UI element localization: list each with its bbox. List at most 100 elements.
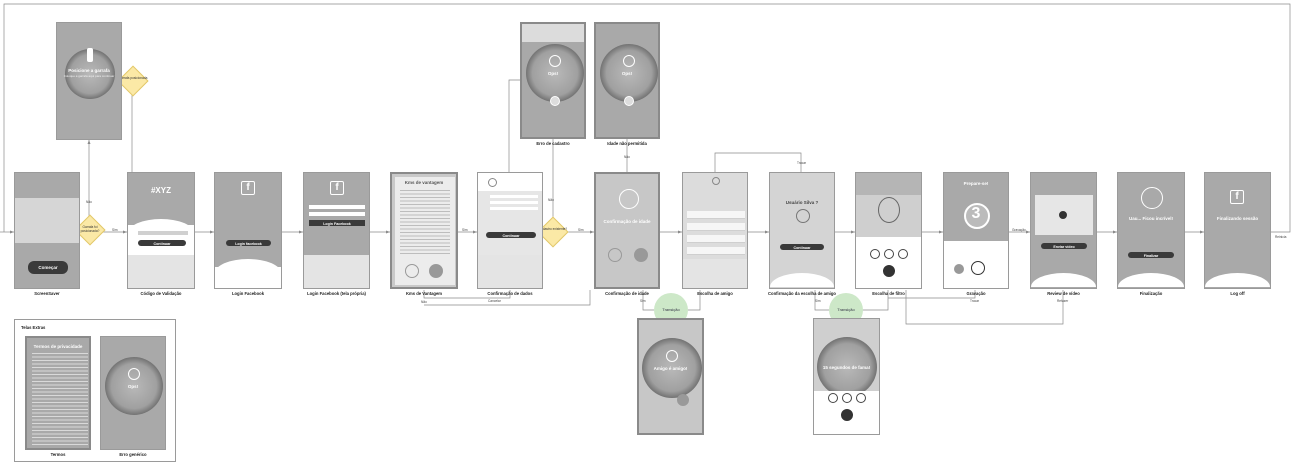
edge-label-nao-2: Não (548, 198, 554, 202)
caption-escolha-amigo: Escolha de amigo (697, 291, 733, 296)
caption-erro-generico: Erro genérico (119, 452, 147, 457)
check-icon-erro[interactable] (550, 96, 560, 106)
screen-escolha-amigo (682, 172, 748, 289)
confirmacao-idade-title: Confirmação de idade (603, 219, 651, 224)
caption-termos: Termos (50, 452, 66, 457)
camera-icon[interactable] (883, 265, 895, 277)
list-item[interactable] (687, 247, 745, 255)
caption-gravacao: Gravação (966, 291, 986, 296)
screen-log-off: f Finalizando sessão (1204, 172, 1271, 289)
list-item[interactable] (687, 235, 745, 243)
posicione-body: Coloque a garrafa aqui para continuar (63, 74, 115, 78)
countdown-number: 3 (971, 205, 981, 222)
posicione-title: Posicione a garrafa (68, 68, 110, 73)
screen-login-facebook-tela: f Login Facebook (303, 172, 370, 289)
screen-erro-cadastro: Ops! (520, 22, 586, 139)
continuar-button-codigo[interactable]: Continuar (138, 240, 186, 246)
screen-confirmacao-idade: Confirmação de idade (594, 172, 660, 289)
login-facebook-button-2[interactable]: Login Facebook (309, 220, 365, 226)
screen-codigo-validacao: #XYZ Continuar (127, 172, 195, 289)
screen-termos: Termos de privacidade (25, 336, 91, 450)
edge-label-sim-5: Sim (815, 299, 821, 303)
edge-label-nao: Não (86, 200, 92, 204)
erro-cadastro-title: Ops! (547, 71, 559, 76)
screen-escolha-filtro (855, 172, 922, 289)
face-icon-filtro (878, 197, 900, 223)
caption-confirmacao-escolha: Confirmação da escolha de amigo (768, 291, 836, 296)
finalizar-button[interactable]: Finalizar (1128, 252, 1174, 258)
edge-label-sim-3: Sim (578, 228, 584, 232)
screen-idade-nao-permitida: Ops! (594, 22, 660, 139)
edge-label-refazer: Refazer (1057, 299, 1069, 303)
screen-confirmacao-escolha: Usuário Silva ? Continuar (769, 172, 835, 289)
caption-escolha-filtro: Escolha de filtro (872, 291, 905, 296)
continuar-button-escolha[interactable]: Continuar (780, 244, 824, 250)
comecar-button[interactable]: Começar (28, 261, 68, 274)
termos-title: Termos de privacidade (33, 344, 83, 349)
enviar-video-button[interactable]: Enviar vídeo (1041, 243, 1087, 249)
segundos-title: 15 segundos de fama! (822, 365, 871, 370)
avatar-amigo (796, 209, 810, 223)
screen-kms-vantagem: Kms de vantagem (390, 172, 458, 289)
edge-label-nao-3: Não (624, 155, 630, 159)
continuar-button-dados[interactable]: Continuar (486, 232, 536, 238)
caption-kms: Kms de Vantagem (405, 291, 443, 296)
kms-title: Kms de vantagem (404, 180, 444, 185)
decision-label-top: Garrafa posicionada (118, 76, 148, 80)
screen-amigo-amigo: Amigo é amigo! (637, 318, 704, 435)
caption-login-fb-tela: Login Facebook (tela própria) (307, 291, 366, 296)
edge-label-sim-4: Sim (640, 299, 646, 303)
check-icon[interactable] (429, 264, 443, 278)
bottle-icon (87, 48, 93, 62)
avatar (488, 178, 497, 187)
idade-nao-title: Ops! (621, 71, 633, 76)
edge-label-reinicia: Reinicia (1275, 235, 1287, 239)
usuario-nome: Usuário Silva ? (785, 200, 819, 205)
face-icon (619, 189, 639, 209)
caption-logoff: Log off (1230, 291, 1245, 296)
check-icon-idade[interactable] (624, 96, 634, 106)
edge-label-sim-2: Sim (462, 228, 468, 232)
amigo-title: Amigo é amigo! (653, 366, 688, 371)
screen-erro-generico: Ops! (100, 336, 166, 450)
screen-review-video: Enviar vídeo (1030, 172, 1097, 289)
caption-idade-nao: Idade não permitida (607, 141, 647, 146)
erro-generico-title: Ops! (127, 384, 139, 389)
edge-label-trocar-2: Trocar (970, 299, 980, 303)
screen-login-facebook: f Login facebook (214, 172, 282, 289)
play-icon[interactable] (1059, 211, 1067, 219)
screen-15-segundos: 15 segundos de fama! (813, 318, 880, 435)
facebook-logout-icon: f (1230, 190, 1244, 204)
facebook-icon-2: f (330, 181, 344, 195)
edge-label-trocar: Trocar (797, 161, 807, 165)
edge-label-sim: Sim (112, 228, 118, 232)
cancel-icon[interactable] (405, 264, 419, 278)
screen-confirmacao-dados: Continuar (477, 172, 543, 289)
screen-gravacao: Prepare-se! 3 (943, 172, 1009, 289)
caption-login-fb: Login Facebook (231, 291, 265, 296)
list-item[interactable] (687, 211, 745, 219)
camera-icon-2[interactable] (841, 409, 853, 421)
caption-screensaver: ScreenSaver (34, 291, 60, 296)
caption-confirmacao-dados: Confirmação de dados (487, 291, 533, 296)
logoff-title: Finalizando sessão (1216, 216, 1259, 221)
caption-confirmacao-idade: Confirmação de idade (605, 291, 649, 296)
edge-label-cancelar: Cancelar (488, 299, 501, 303)
facebook-icon: f (241, 181, 255, 195)
decision-label-cadastro: Cadastro existente? (538, 227, 568, 231)
screen-screensaver: Começar (14, 172, 80, 289)
login-facebook-button[interactable]: Login facebook (226, 240, 271, 246)
screen-finalizacao: Uau... Ficou incrível! Finalizar (1117, 172, 1185, 289)
gravacao-title: Prepare-se! (963, 181, 989, 186)
record-button[interactable] (971, 261, 985, 275)
caption-review: Review de vídeo (1047, 291, 1080, 296)
keyboard (128, 255, 194, 288)
finalizacao-title: Uau... Ficou incrível! (1128, 216, 1173, 221)
list-item[interactable] (687, 223, 745, 231)
caption-finalizacao: Finalização (1139, 291, 1163, 296)
extras-title: Telas Extras (21, 325, 46, 330)
codigo-title: #XYZ (150, 186, 171, 195)
caption-codigo: Código de Validação (140, 291, 182, 296)
